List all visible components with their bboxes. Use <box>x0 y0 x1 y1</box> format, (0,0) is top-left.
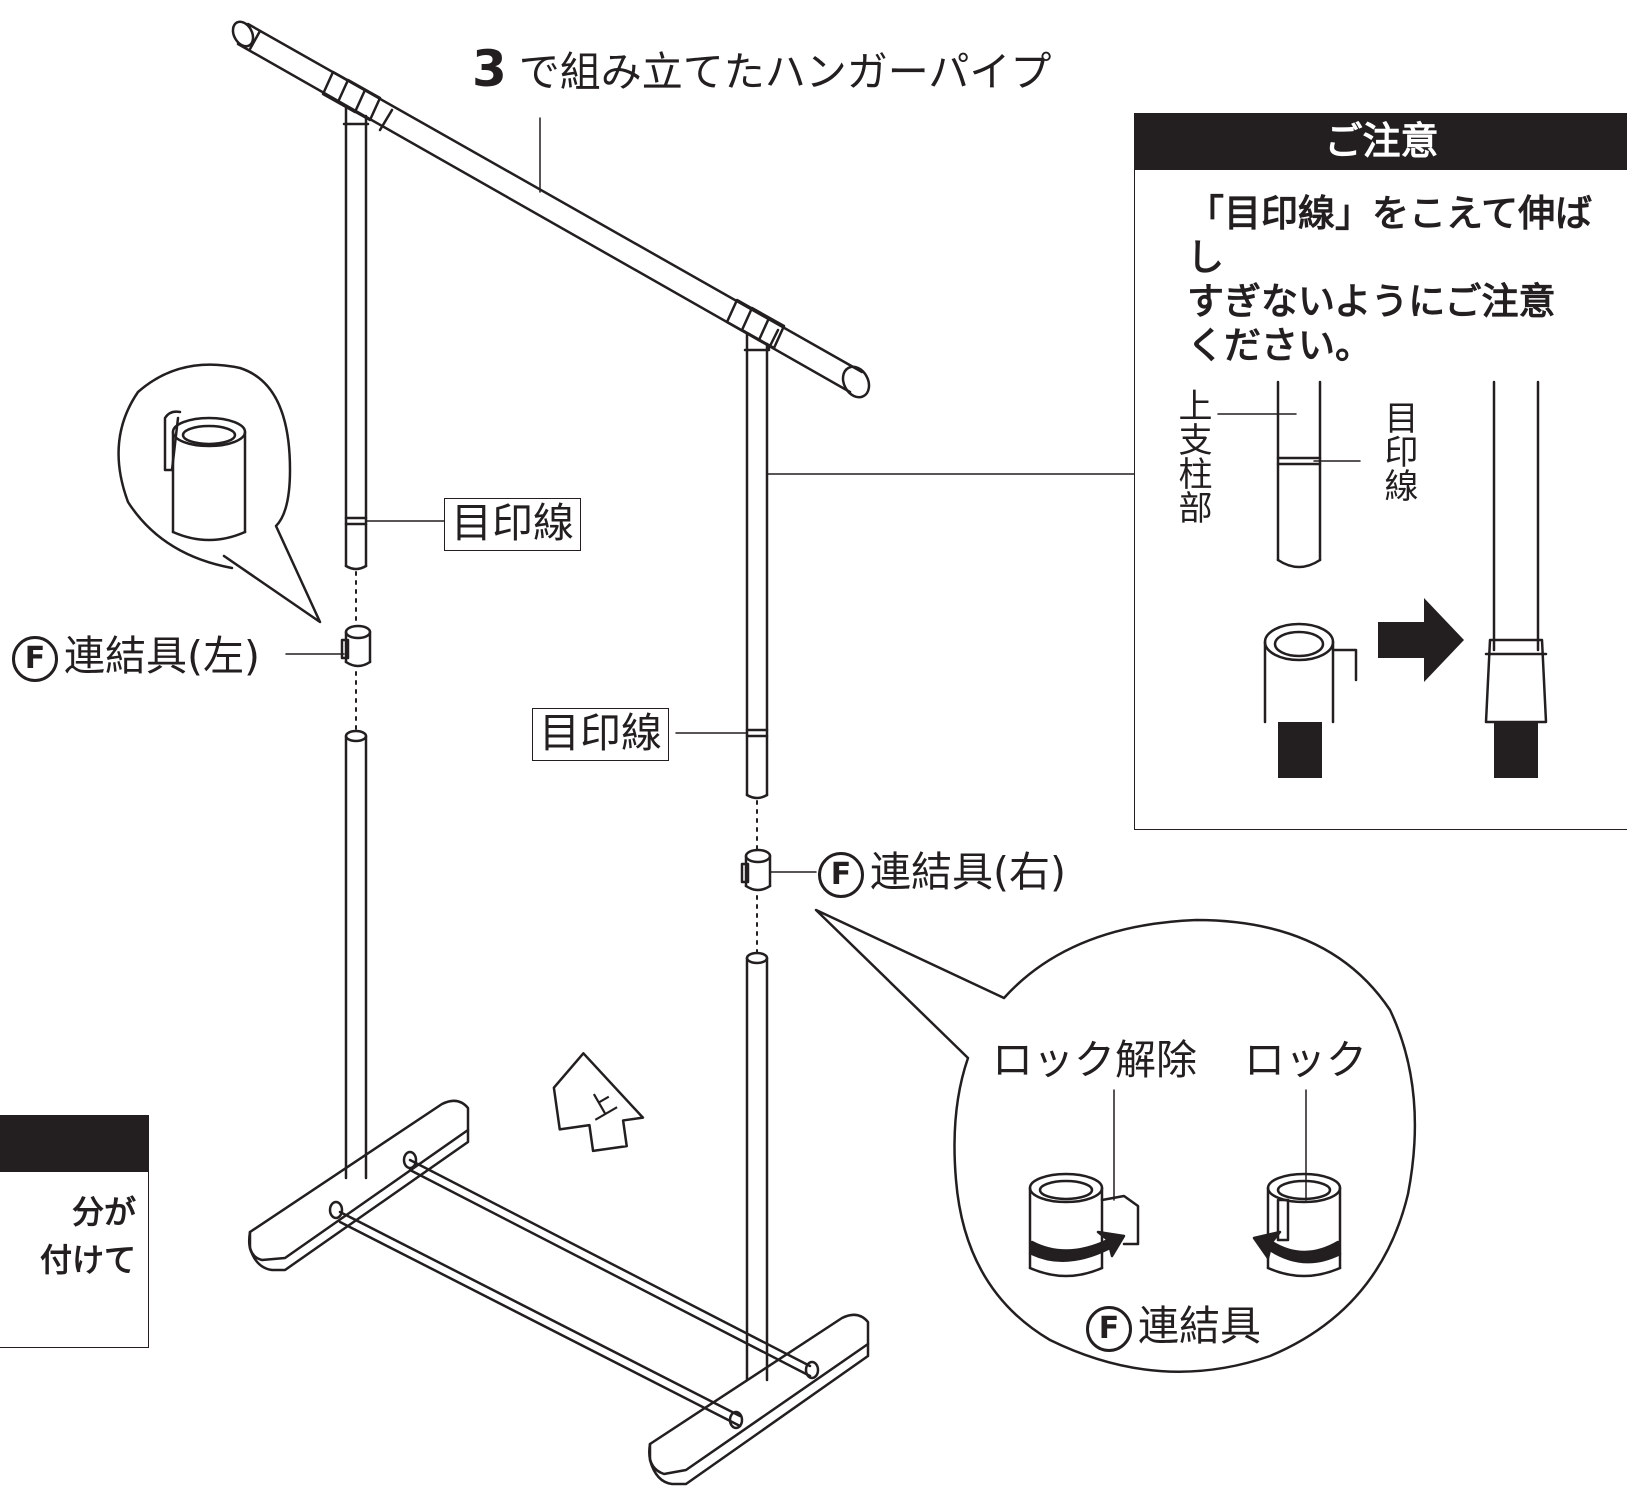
mark-line-vertical-label: 目印線 <box>1378 400 1418 509</box>
coupler-left <box>340 624 372 668</box>
up-arrow-label: 上 <box>581 1084 622 1127</box>
right-lower-pole <box>745 951 769 1382</box>
caution-illustration <box>1217 380 1548 778</box>
alignment-lines <box>355 571 758 953</box>
lock-label: ロック <box>1244 1036 1367 1084</box>
part-f-icon: F <box>12 636 58 682</box>
zoom-bubble-coupler <box>117 363 322 624</box>
coupler-text: 連結具 <box>1138 1302 1261 1350</box>
side-note-header <box>0 1115 148 1172</box>
coupler-left-text: 連結具(左) <box>64 632 260 680</box>
mark-line-label-right: 目印線 <box>532 708 669 761</box>
coupler-right-text: 連結具(右) <box>870 848 1066 896</box>
caution-panel: ご注意 「目印線」をこえて伸ばし すぎないようにご注意 ください。 <box>1134 113 1627 830</box>
step-text: で組み立てたハンガーパイプ <box>518 48 1052 96</box>
unlock-label: ロック解除 <box>992 1036 1197 1084</box>
up-arrow-icon: 上 <box>552 1052 645 1153</box>
upper-pole-text: 上支柱部 <box>1172 388 1212 524</box>
mark-line-vertical-text: 目印線 <box>1378 400 1418 502</box>
right-upper-pole <box>745 348 769 800</box>
zoom-bubble-lock <box>814 908 1417 1373</box>
left-lower-pole <box>344 729 368 1180</box>
caution-title: ご注意 <box>1135 113 1627 170</box>
caution-line: すぎないようにご注意 <box>1187 280 1556 323</box>
mark-line-label-left: 目印線 <box>444 498 581 551</box>
part-f-icon: F <box>818 852 864 898</box>
side-note-panel: 分が 付けて <box>0 1115 149 1348</box>
side-note-line: 付けて <box>39 1241 136 1279</box>
step-number: 3 <box>472 40 507 98</box>
pipe-joint-left <box>321 70 382 126</box>
caution-line: ください。 <box>1187 324 1372 367</box>
part-f-icon: F <box>1086 1306 1132 1352</box>
pipe-joint-right <box>725 298 786 352</box>
side-note-line: 分が <box>71 1193 136 1231</box>
caution-text: 「目印線」をこえて伸ばし すぎないようにご注意 ください。 <box>1135 170 1627 368</box>
upper-pole-label: 上支柱部 <box>1172 388 1212 531</box>
coupler-right <box>740 848 772 892</box>
leader-lines <box>285 117 1135 873</box>
caution-line: 「目印線」をこえて伸ばし <box>1187 192 1593 279</box>
base-frame <box>248 1099 870 1486</box>
left-upper-pole <box>344 122 368 571</box>
